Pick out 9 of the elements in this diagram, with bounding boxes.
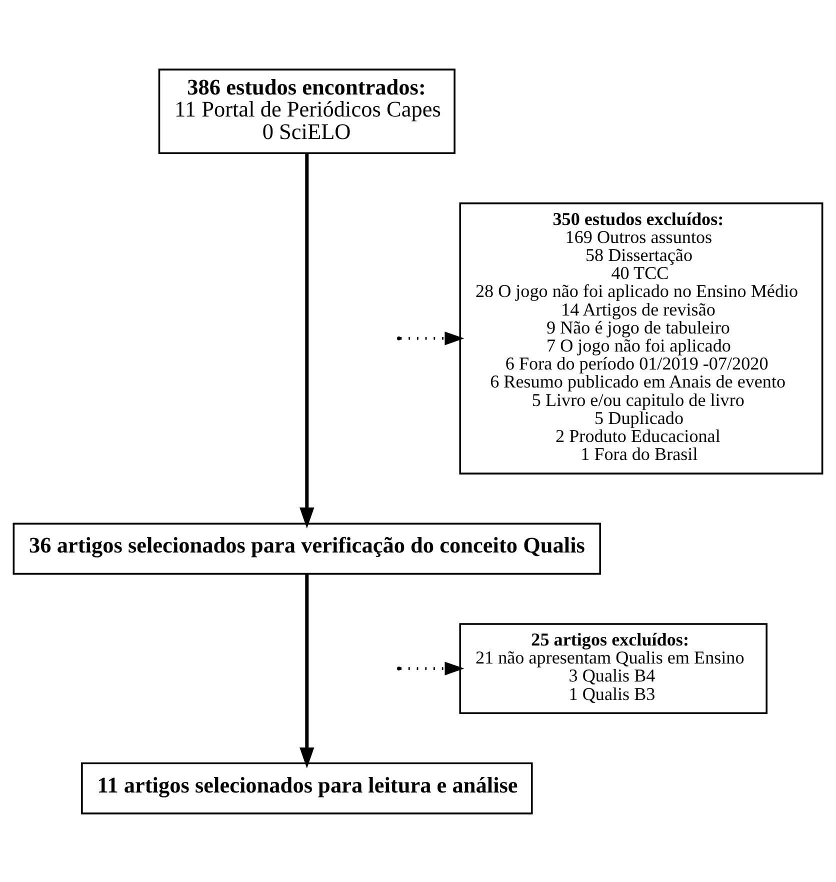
node-box: 25 artigos excluídos: 21 não apresentam Qualis em Ensino 3 Qualis B4 1 Qualis B3: [459, 622, 768, 714]
node-box: 350 estudos excluídos: 169 Outros assuntos 58 Dissertação 40 TCC 28 O jogo não foi aplicado no Ensino Médio 14 Artigos de revisão 9 Não é jogo de tabuleiro 7 O jogo não foi aplicado 6 Fora do período 01/2019 -07/2020 6 Resumo publicado em Anais de evento 5 Livro e/ou capitulo de livro 5 Duplicado 2 Produto Educacional 1 Fora do Brasil: [459, 202, 824, 474]
arrow: [400, 331, 464, 345]
arrow: [300, 573, 314, 768]
node-box: 36 artigos selecionados para verificação do conceito Qualis: [12, 522, 602, 574]
arrow: [400, 661, 464, 675]
node-box: 386 estudos encontrados: 11 Portal de Periódicos Capes 0 SciELO: [158, 68, 456, 154]
node-box: 11 artigos selecionados para leitura e análise: [81, 762, 533, 814]
arrow: [300, 152, 314, 528]
